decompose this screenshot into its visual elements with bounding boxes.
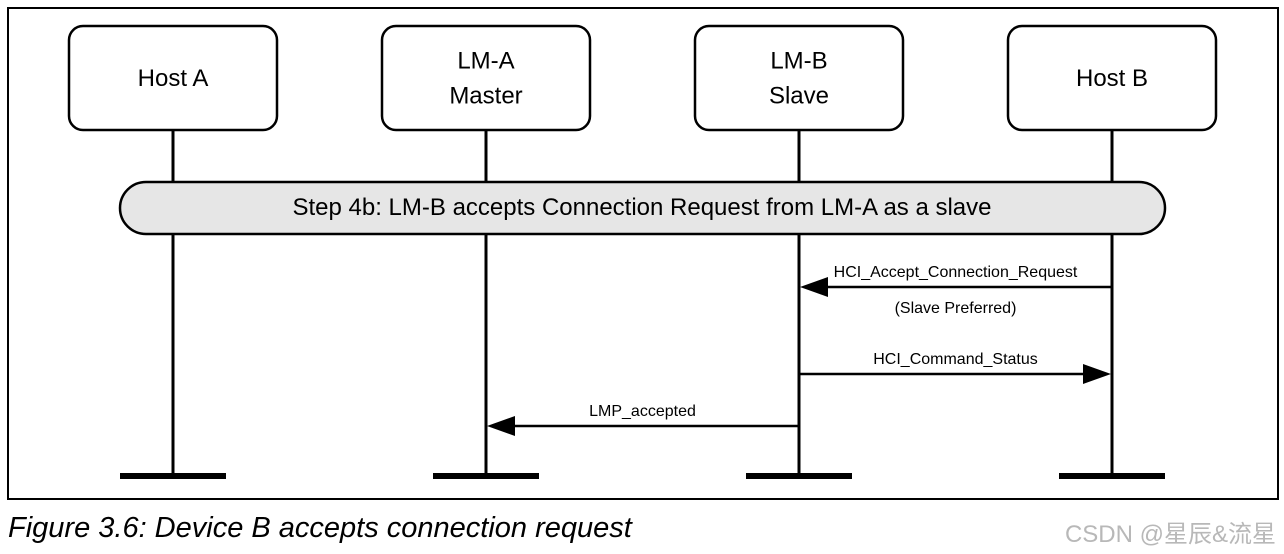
entity-host-b: Host B <box>1006 24 1218 132</box>
diagram-frame <box>7 7 1279 500</box>
step-banner: Step 4b: LM-B accepts Connection Request… <box>118 180 1167 236</box>
step-label: Step 4b: LM-B accepts Connection Request… <box>292 194 991 221</box>
entity-label: LM-B <box>770 48 827 75</box>
message-sublabel: (Slave Preferred) <box>895 300 1017 317</box>
entity-label: LM-A <box>457 48 514 75</box>
entity-box <box>67 24 279 132</box>
entity-label: Master <box>449 83 522 110</box>
entity-box <box>1006 24 1218 132</box>
message-label: LMP_accepted <box>589 403 696 420</box>
entity-label: Host B <box>1076 65 1148 92</box>
message-label: HCI_Command_Status <box>873 351 1038 368</box>
message-1: HCI_Accept_Connection_Request (Slave Pref… <box>800 264 1112 317</box>
entity-box <box>693 24 905 132</box>
message-arrowhead <box>800 277 828 297</box>
message-arrowhead <box>1083 364 1111 384</box>
entity-label: Slave <box>769 83 829 110</box>
entity-lm-a: LM-A Master <box>380 24 592 132</box>
entity-box <box>380 24 592 132</box>
entity-label: Host A <box>138 65 209 92</box>
message-2: HCI_Command_Status <box>799 351 1111 384</box>
figure-caption: Figure 3.6: Device B accepts connection … <box>8 512 632 544</box>
entity-host-a: Host A <box>67 24 279 132</box>
message-arrowhead <box>487 416 515 436</box>
step-banner-box <box>118 180 1167 236</box>
message-3: LMP_accepted <box>487 403 799 436</box>
entity-lm-b: LM-B Slave <box>693 24 905 132</box>
watermark-text: CSDN @星辰&流星 <box>1064 521 1276 548</box>
message-label: HCI_Accept_Connection_Request <box>834 264 1078 281</box>
